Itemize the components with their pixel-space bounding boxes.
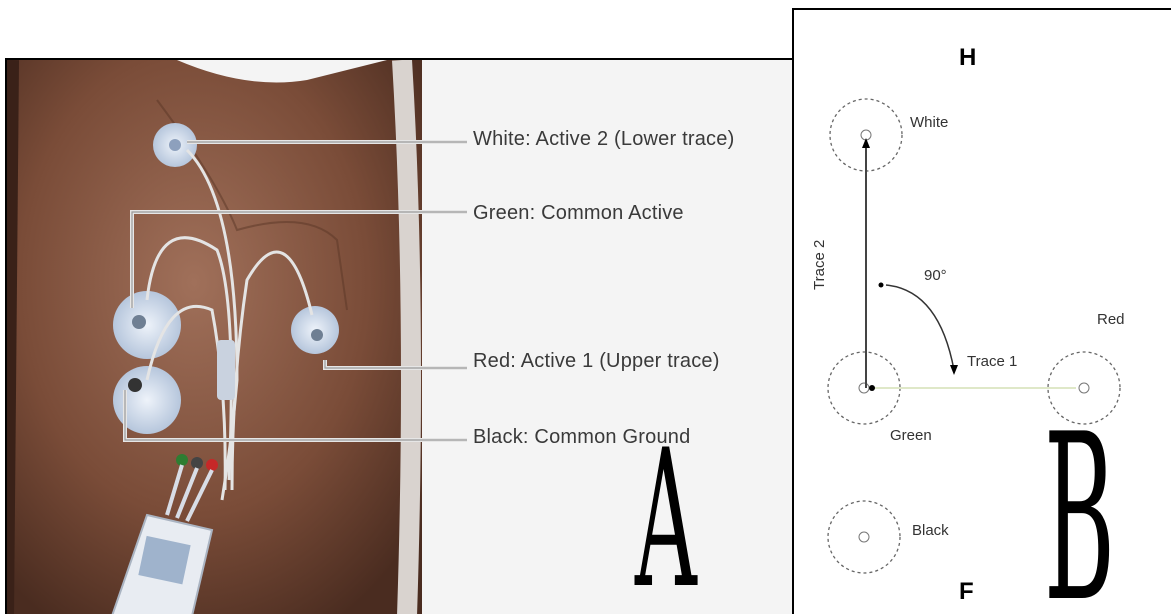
- trace-1-label: Trace 1: [967, 353, 1017, 370]
- white-callout-label: White: Active 2 (Lower trace): [473, 128, 734, 151]
- red-electrode-label: Red: [1097, 311, 1125, 328]
- angle-arc: [886, 285, 954, 370]
- white-electrode-label: White: [910, 114, 948, 131]
- black-electrode-circle: [828, 501, 900, 573]
- panel-b: H F White Red Green Black Trace 2 Trace …: [792, 8, 1171, 614]
- green-callout-label: Green: Common Active: [473, 202, 684, 225]
- foot-label: F: [959, 578, 974, 606]
- trace-2-label: Trace 2: [811, 240, 828, 290]
- white-electrode-pad: [153, 123, 197, 167]
- panel-a: White: Active 2 (Lower trace) Green: Com…: [5, 58, 815, 614]
- panel-letter-a: A: [635, 425, 697, 614]
- green-electrode-label: Green: [890, 427, 932, 444]
- green-electrode-pad: [113, 291, 181, 359]
- angle-label: 90°: [924, 267, 947, 284]
- panel-letter-b: B: [1044, 405, 1115, 614]
- head-label: H: [959, 44, 976, 72]
- red-electrode-pad: [291, 306, 339, 354]
- red-callout-label: Red: Active 1 (Upper trace): [473, 350, 720, 373]
- black-electrode-label: Black: [912, 522, 949, 539]
